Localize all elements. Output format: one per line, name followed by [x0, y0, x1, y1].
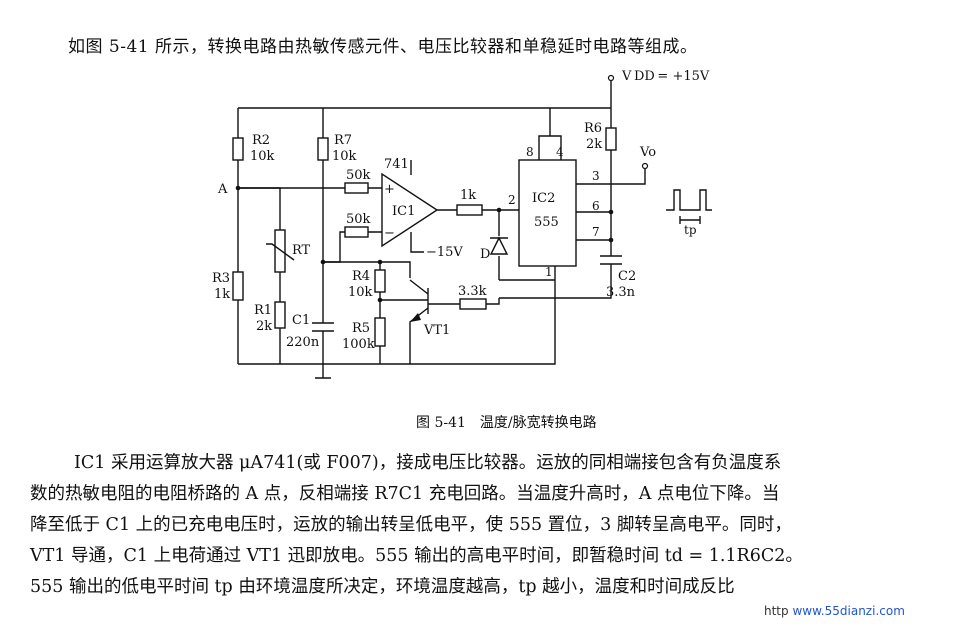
resistor-r4 [374, 269, 386, 293]
ground-rail [238, 280, 556, 365]
r3-value: 1k [214, 287, 230, 302]
pin6-pin7-wire [576, 211, 611, 241]
c1-value: 220n [286, 335, 320, 350]
figure-caption: 图 5-41 温度/脉宽转换电路 [416, 415, 597, 431]
r2-name: R2 [252, 133, 270, 148]
r1-name: R1 [254, 303, 272, 318]
rt-label: RT [292, 243, 311, 258]
tp-dimension [679, 216, 701, 224]
resistor-3k3 [459, 298, 487, 310]
c1-name: C1 [292, 313, 310, 328]
pin6-node-dot [608, 209, 614, 215]
output-wire [576, 168, 646, 185]
capacitor-c2 [600, 255, 622, 265]
resistor-r5 [374, 317, 386, 347]
r50k-a-label: 50k [346, 168, 371, 183]
r4-value: 10k [348, 285, 373, 300]
resistor-r1 [274, 301, 286, 329]
r4-node-dot [377, 259, 383, 265]
paragraph-line-2: 数的热敏电阻的电阻桥路的 A 点，反相端接 R7C1 充电回路。当温度升高时，A… [30, 484, 780, 504]
output-waveform [666, 189, 712, 211]
ic2-label: IC2 [532, 191, 555, 206]
vt1-label: VT1 [423, 323, 450, 338]
resistor-r7 [317, 137, 329, 161]
paragraph-line-1: IC1 采用运算放大器 μA741(或 F007)，接成电压比较器。运放的同相端… [74, 453, 782, 473]
r3-name: R3 [212, 271, 230, 286]
r7-value: 10k [332, 149, 357, 164]
base-resistor-wire [428, 298, 500, 305]
watermark-prefix: http [764, 604, 789, 618]
pin7-label: 7 [592, 225, 600, 239]
resistor-50k-b [344, 226, 369, 238]
opamp-minus: − [384, 226, 395, 241]
watermark-site: www.55dianzi.com [792, 604, 905, 618]
r6-value: 2k [586, 137, 602, 152]
ic1-label: IC1 [392, 204, 415, 219]
r1k-label: 1k [460, 188, 476, 203]
paragraph-line-5: 555 输出的低电平时间 tp 由环境温度所决定，环境温度越高，tp 越小，温度… [30, 577, 735, 597]
vdd-label: V DD = +15V [621, 69, 710, 84]
opamp-model: 741 [384, 157, 409, 172]
resistor-r2 [232, 137, 244, 161]
paragraph-line-3: 降至低于 C1 上的已充电电压时，运放的输出转呈低电平，使 555 置位，3 脚… [30, 515, 792, 535]
rt-branch-wire [238, 187, 281, 364]
thermistor-rt [274, 229, 286, 273]
c2-name: C2 [618, 269, 636, 284]
pin2-label: 2 [508, 193, 516, 207]
r5-name: R5 [352, 321, 370, 336]
node-a-label: A [217, 182, 228, 197]
r2-value: 10k [250, 149, 275, 164]
resistor-50k-a [344, 182, 369, 194]
resistor-r3 [232, 271, 244, 301]
vo-label: Vo [639, 145, 656, 160]
pin8-label: 8 [526, 145, 534, 159]
opamp-plus: + [384, 182, 395, 197]
resistor-r6 [605, 127, 617, 151]
pin4-label: 4 [556, 145, 564, 159]
watermark: http www.55dianzi.com [764, 604, 905, 618]
diode-d [489, 236, 509, 255]
r50k-b-label: 50k [346, 212, 371, 227]
opamp-ic1 [381, 172, 439, 248]
vdd-terminal [607, 74, 615, 82]
r1-value: 2k [256, 319, 272, 334]
diode-label: D [480, 247, 490, 262]
pin7-node-dot [608, 237, 614, 243]
ic2-type: 555 [534, 215, 559, 230]
base-node-dot [377, 297, 383, 303]
vo-terminal [641, 162, 649, 170]
pin3-label: 3 [592, 169, 600, 183]
vt1-emitter-arrow [410, 313, 421, 322]
ground-symbol [315, 364, 331, 379]
r5-value: 100k [342, 337, 375, 352]
resistor-1k [456, 204, 483, 216]
c2-value: 3.3n [606, 285, 636, 300]
minus15-label: −15V [426, 245, 463, 260]
opamp-supply-wire [410, 160, 424, 253]
paragraph-line-4: VT1 导通，C1 上电荷通过 VT1 迅即放电。555 输出的高电平时间，即暂… [30, 546, 803, 566]
r6-name: R6 [584, 121, 602, 136]
pin1-label: 1 [545, 265, 553, 279]
pin8-pin4-wire [538, 108, 562, 160]
ic2-555-body [518, 159, 577, 267]
collector-wire [323, 261, 411, 278]
pin6-label: 6 [592, 199, 600, 213]
intro-text: 如图 5-41 所示，转换电路由热敏传感元件、电压比较器和单稳延时电路等组成。 [68, 37, 698, 57]
thermistor-arrow [266, 243, 295, 261]
r33k-label: 3.3k [458, 284, 487, 299]
r7-name: R7 [334, 133, 352, 148]
r4-name: R4 [352, 269, 370, 284]
capacitor-c1 [312, 322, 334, 332]
body-paragraph: IC1 采用运算放大器 μA741(或 F007)，接成电压比较器。运放的同相端… [30, 448, 930, 603]
vt1-body [409, 279, 429, 364]
tp-label: tp [684, 223, 697, 237]
